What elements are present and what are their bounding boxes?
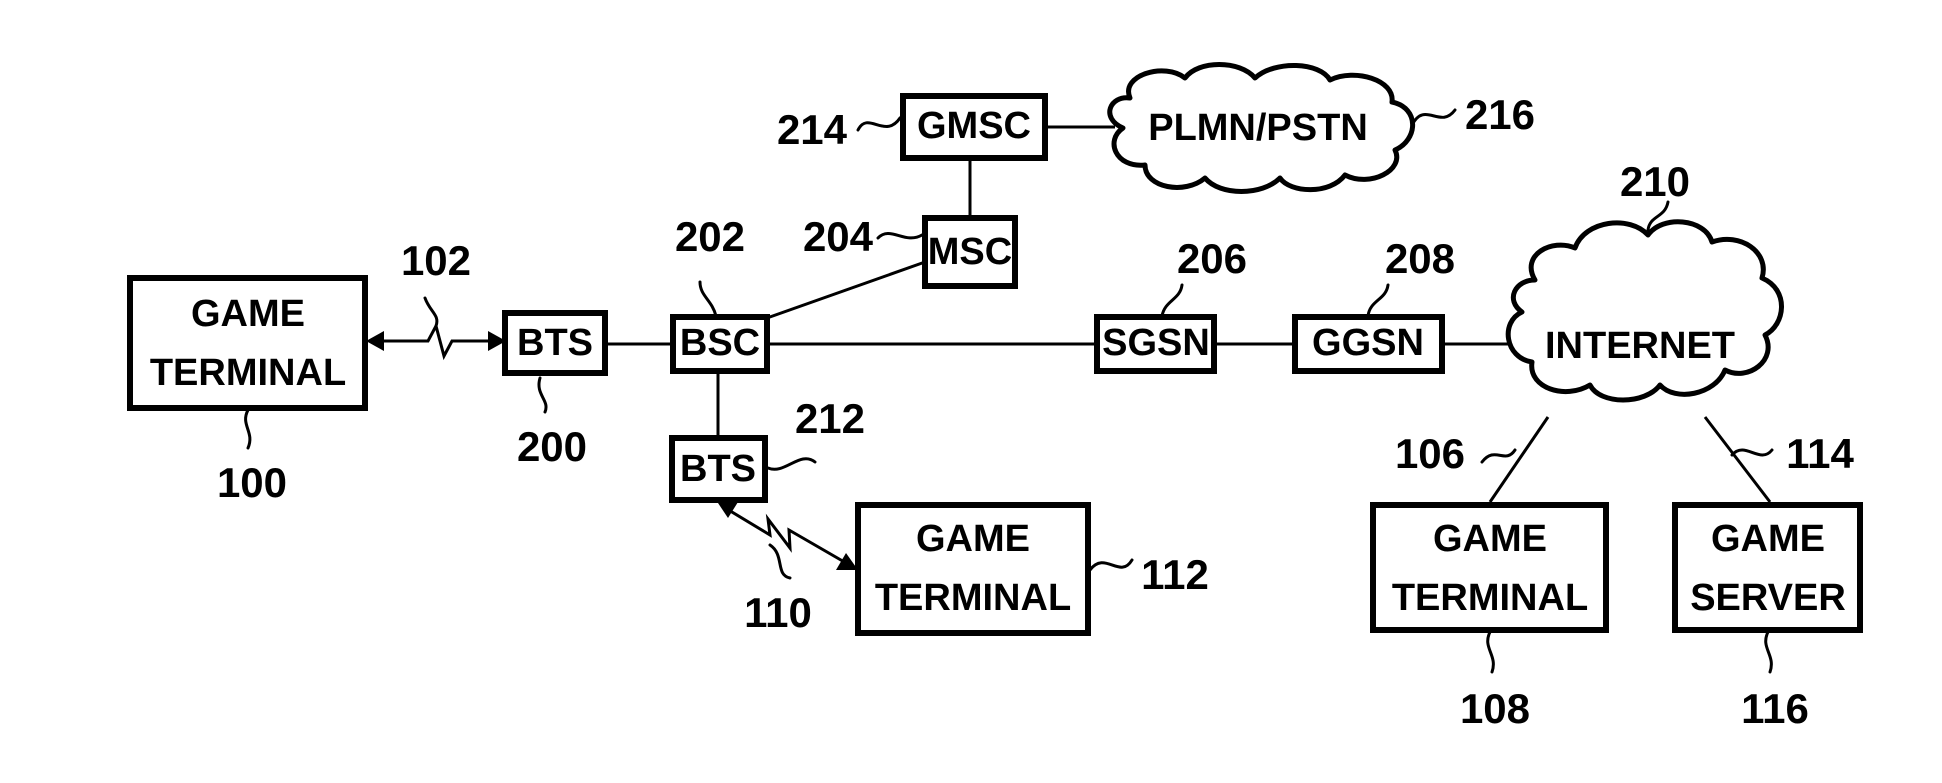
ref-214: 214 [777, 106, 848, 153]
leader-204 [878, 233, 922, 238]
ref-100: 100 [217, 459, 287, 506]
game-terminal-108: GAME TERMINAL [1373, 505, 1606, 630]
ref-202: 202 [675, 213, 745, 260]
leader-206 [1162, 285, 1182, 316]
gmsc-214: GMSC [903, 96, 1045, 158]
game-terminal-112: GAME TERMINAL [858, 505, 1088, 633]
link-internet-server116 [1705, 417, 1770, 502]
leader-208 [1368, 285, 1388, 316]
bts-200-label: BTS [517, 322, 593, 364]
bts-200: BTS [505, 313, 605, 373]
ggsn-208-label: GGSN [1312, 322, 1424, 364]
ref-216: 216 [1465, 91, 1535, 138]
ref-110: 110 [744, 589, 812, 636]
link-internet-terminal108 [1490, 417, 1548, 502]
sgsn-206: SGSN [1097, 317, 1214, 371]
leader-214 [858, 118, 900, 130]
game-terminal-100: GAME TERMINAL [130, 278, 365, 408]
ref-106: 106 [1395, 430, 1465, 477]
ref-200: 200 [517, 423, 587, 470]
arrowhead-bottom-110 [836, 553, 858, 570]
ref-114: 114 [1786, 430, 1854, 477]
plmn-pstn-cloud: PLMN/PSTN [1110, 65, 1413, 192]
sgsn-206-label: SGSN [1102, 322, 1210, 364]
bsc-202-label: BSC [680, 322, 760, 364]
ref-112: 112 [1141, 551, 1209, 598]
plmn-pstn-label: PLMN/PSTN [1148, 107, 1368, 149]
leader-110 [770, 545, 790, 578]
leader-102 [425, 298, 437, 326]
ref-108: 108 [1460, 685, 1530, 732]
game-terminal-112-line1: GAME [916, 518, 1030, 560]
link-bsc-msc [767, 262, 925, 318]
bts-212-label: BTS [680, 448, 756, 490]
ref-116: 116 [1741, 685, 1809, 732]
leader-112 [1090, 560, 1132, 570]
bts-212: BTS [672, 438, 765, 500]
internet-label: INTERNET [1545, 325, 1735, 367]
leader-100 [246, 410, 250, 448]
msc-204: MSC [925, 218, 1015, 286]
leader-106 [1482, 450, 1515, 462]
gmsc-214-label: GMSC [917, 105, 1031, 147]
ref-212: 212 [795, 395, 865, 442]
leader-200 [539, 378, 546, 412]
bsc-202: BSC [673, 317, 767, 371]
game-terminal-100-line2: TERMINAL [150, 352, 346, 394]
leader-116 [1766, 632, 1772, 672]
ref-204: 204 [803, 213, 874, 260]
game-terminal-112-line2: TERMINAL [875, 577, 1071, 619]
ref-210: 210 [1620, 158, 1690, 205]
leader-108 [1488, 632, 1494, 672]
ref-208: 208 [1385, 235, 1455, 282]
game-terminal-108-line2: TERMINAL [1392, 577, 1588, 619]
arrowhead-left-102 [366, 331, 384, 351]
ref-206: 206 [1177, 235, 1247, 282]
leader-114 [1732, 450, 1772, 455]
radio-link-110 [722, 506, 853, 567]
game-server-116-line2: SERVER [1690, 577, 1846, 619]
leader-212 [768, 459, 815, 470]
internet-cloud: INTERNET [1508, 222, 1781, 400]
game-server-116: GAME SERVER [1675, 505, 1860, 630]
radio-link-102 [372, 326, 500, 356]
leader-202 [700, 282, 716, 316]
leader-216 [1412, 110, 1455, 125]
ref-102: 102 [401, 237, 471, 284]
msc-204-label: MSC [928, 231, 1012, 273]
game-terminal-100-line1: GAME [191, 293, 305, 335]
game-server-116-line1: GAME [1711, 518, 1825, 560]
ggsn-208: GGSN [1295, 317, 1442, 371]
game-terminal-108-line1: GAME [1433, 518, 1547, 560]
